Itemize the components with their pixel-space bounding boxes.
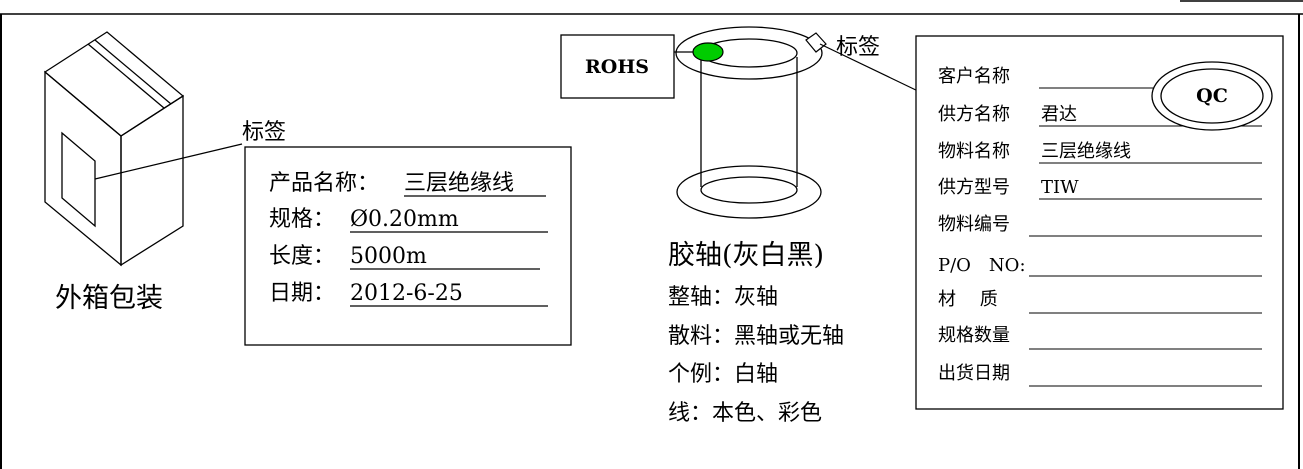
spool-tag-diamond [805,32,827,53]
carton-info-row-length: 长度： 5000m [269,244,540,270]
spool-note-3: 个例：白轴 [668,362,778,387]
info-value-length: 5000m [350,244,427,269]
spool-drawing [675,26,823,219]
label-key-material-code: 物料编号 [938,214,1010,235]
info-key-product-name: 产品名称： [269,171,379,196]
info-key-length: 长度： [269,244,335,269]
label-key-spec-qty: 规格数量 [938,325,1010,346]
qc-stamp-outer [1151,61,1273,131]
label-key-supplier: 供方名称 [938,104,1010,125]
label-card-rows: 客户名称 供方名称 君达 物料名称 三层绝缘线 供方型号 TIW 物料编号 P/… [938,66,1262,387]
label-row-po: P/O NO: [938,255,1262,277]
info-value-date: 2012-6-25 [350,281,463,306]
label-row-material-code: 物料编号 [938,214,1262,237]
carton-info-row-spec: 规格： Ø0.20mm [269,207,548,233]
carton-side-face [120,94,184,267]
carton-tape-line-1 [94,39,172,105]
info-key-date: 日期： [269,281,335,306]
label-row-material-name: 物料名称 三层绝缘线 [938,141,1262,164]
rohs-box [560,34,675,99]
carton-box-drawing [43,31,243,267]
rohs-label: ROHS [585,56,649,78]
label-row-ship-date: 出货日期 [938,363,1262,387]
carton-info-row-date: 日期： 2012-6-25 [269,281,548,307]
info-key-spec: 规格： [269,207,335,232]
carton-tape-line-2 [87,43,165,109]
carton-top-face [43,31,185,137]
spool-note-2: 散料：黑轴或无轴 [668,324,844,349]
carton-tag-label: 标签 [242,120,286,145]
carton-label-area [61,131,96,228]
label-key-customer: 客户名称 [938,66,1010,87]
carton-info-row-name: 产品名称： 三层绝缘线 [269,171,546,197]
spool-top-flange [675,26,823,80]
carton-tag-leader-line [94,143,243,180]
spool-tag-label: 标签 [836,35,880,60]
label-key-po: P/O NO: [938,255,1026,276]
qc-stamp-inner [1160,68,1264,124]
carton-info-box [244,146,572,346]
spool-tag-leader-line [819,43,921,93]
label-value-supplier: 君达 [1041,104,1077,125]
label-key-ship-date: 出货日期 [938,363,1010,384]
qc-stamp-label: QC [1196,85,1228,107]
spool-note-1: 整轴：灰轴 [668,285,778,310]
label-row-supplier: 供方名称 君达 [938,104,1262,127]
spool-title: 胶轴(灰白黑) [668,240,824,271]
info-value-product-name: 三层绝缘线 [404,171,514,196]
label-row-spec-qty: 规格数量 [938,325,1262,350]
label-value-model: TIW [1041,177,1079,198]
label-key-material-name: 物料名称 [938,141,1010,162]
label-row-model: 供方型号 TIW [938,177,1262,200]
label-key-model: 供方型号 [938,177,1010,198]
spool-note-4: 线：本色、彩色 [668,401,822,426]
spool-bottom-flange [676,165,822,219]
label-key-material: 材 质 [938,289,998,310]
qc-stamp: QC [1151,61,1273,131]
carton-caption: 外箱包装 [55,283,163,314]
info-value-spec: Ø0.20mm [350,207,459,232]
rohs-green-dot [692,42,724,62]
carton-front-face [44,70,122,267]
label-value-material-name: 三层绝缘线 [1041,141,1131,162]
spool-bottom-hole [700,176,798,204]
label-row-material: 材 质 [938,289,1262,314]
